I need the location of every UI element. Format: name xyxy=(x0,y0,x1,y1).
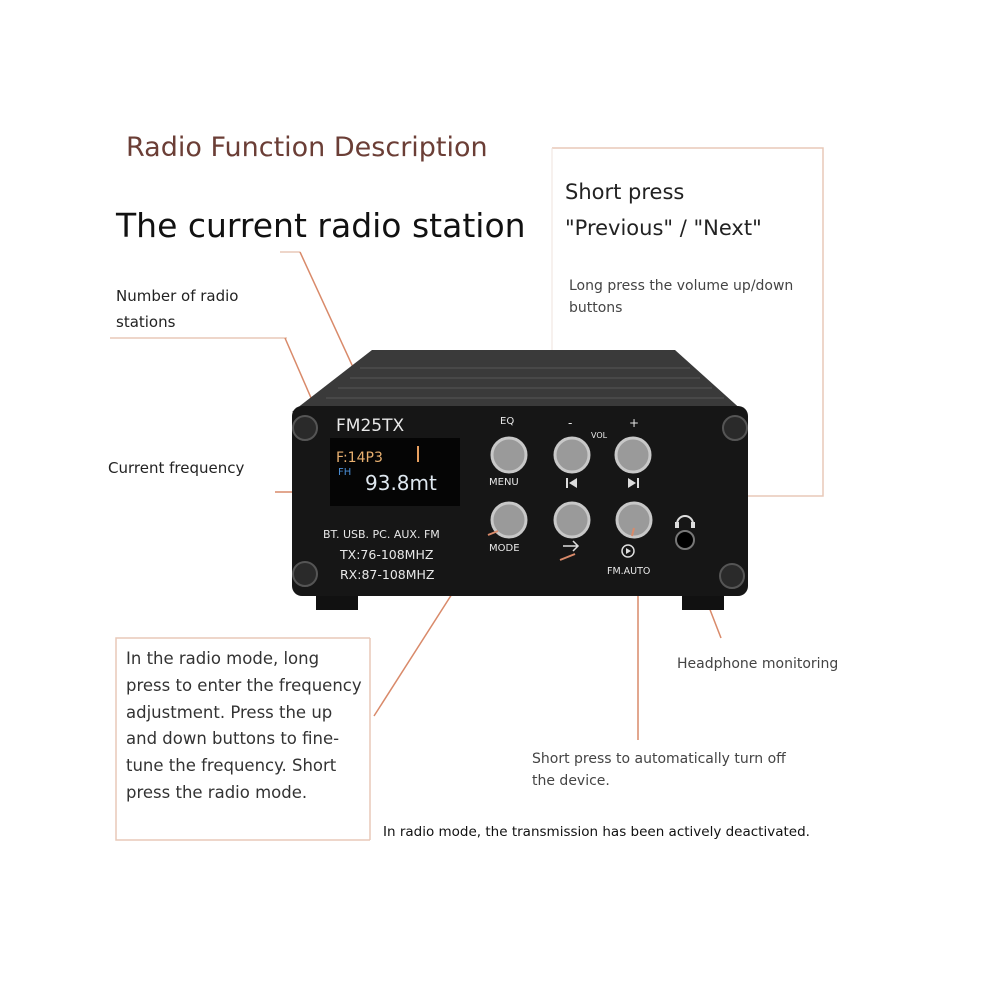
eq-menu-button xyxy=(490,436,528,474)
current-frequency-label: Current frequency xyxy=(108,459,245,477)
rx-range-label: RX:87-108MHZ xyxy=(340,567,435,582)
sources-label: BT. USB. PC. AUX. FM xyxy=(323,528,440,541)
transmit-button xyxy=(553,501,591,539)
device-foot-right xyxy=(682,596,724,610)
radio-mode-description: In the radio mode, long press to enter t… xyxy=(126,649,362,802)
headphone-jack xyxy=(675,530,695,550)
minus-label: - xyxy=(568,416,573,430)
transmit-icon xyxy=(563,540,580,552)
mode-button xyxy=(490,501,528,539)
short-press-heading: Short press xyxy=(565,180,685,204)
station-number-display: F:14P3 xyxy=(336,450,383,466)
device-top xyxy=(292,350,744,412)
model-label: FM25TX xyxy=(336,416,405,436)
fm-auto-button xyxy=(615,501,653,539)
vol-down-button xyxy=(553,436,591,474)
tx-range-label: TX:76-108MHZ xyxy=(340,547,434,562)
radio-mode-bracket xyxy=(115,637,370,841)
buttons xyxy=(490,436,653,539)
device-foot-left xyxy=(316,596,358,610)
play-icon xyxy=(621,544,635,558)
frequency-display: 93.8mt xyxy=(365,471,437,495)
display-screen xyxy=(330,438,460,506)
previous-next-label: "Previous" / "Next" xyxy=(565,216,762,240)
number-of-stations-label: Number of radio stations xyxy=(116,287,239,331)
long-press-volume-note: Long press the volume up/down buttons xyxy=(569,278,794,316)
headphone-monitoring-label: Headphone monitoring xyxy=(677,656,839,672)
prev-icon xyxy=(566,478,577,488)
fh-label: FH xyxy=(338,467,352,478)
plus-label: + xyxy=(629,416,640,430)
mode-label: MODE xyxy=(489,543,520,554)
vol-up-button xyxy=(614,436,652,474)
headphone-icon xyxy=(676,515,694,525)
eq-label: EQ xyxy=(500,416,515,427)
vol-label: VOL xyxy=(591,431,608,440)
current-station-heading: The current radio station xyxy=(116,206,526,245)
page-title: Radio Function Description xyxy=(126,132,488,163)
transmission-note: In radio mode, the transmission has been… xyxy=(383,824,810,840)
next-icon xyxy=(628,478,639,488)
auto-off-note: Short press to automatically turn off th… xyxy=(532,751,786,789)
menu-label: MENU xyxy=(489,477,519,488)
fm-auto-label: FM.AUTO xyxy=(607,566,651,577)
screws xyxy=(292,415,748,589)
